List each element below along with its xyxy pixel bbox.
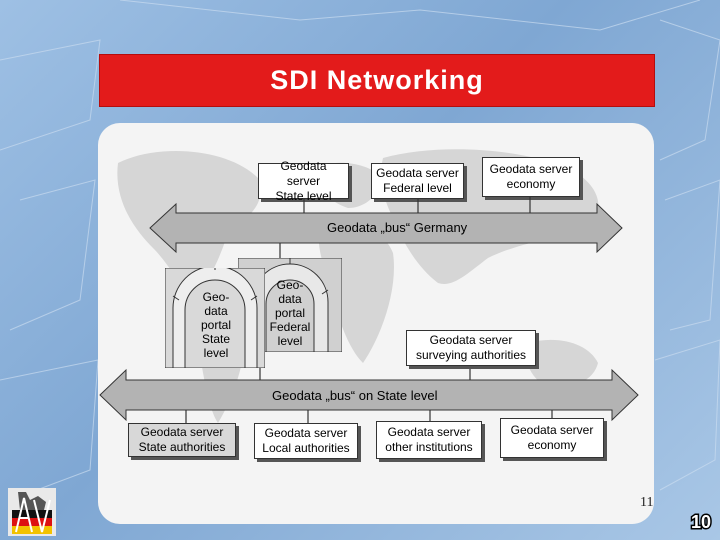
page-title: SDI Networking [270, 65, 484, 95]
server-economy-bottom: Geodata server economy [500, 418, 604, 458]
bus-state-label: Geodata „bus“ on State level [272, 388, 438, 403]
agiv-logo [8, 488, 56, 536]
server-other-institutions: Geodata server other institutions [376, 421, 482, 459]
bus-germany-label: Geodata „bus“ Germany [327, 220, 468, 235]
bus-germany-arrow [149, 202, 623, 254]
server-local-authorities: Geodata server Local authorities [254, 423, 358, 459]
portal-federal-label: Geo- data portal Federal level [269, 278, 311, 348]
page-badge-text: 10 [689, 510, 712, 533]
bus-state-arrow [99, 368, 639, 422]
title-bar: SDI Networking [99, 54, 655, 107]
arch-gateway-icon [165, 268, 265, 368]
server-federal-level: Geodata server Federal level [371, 163, 464, 199]
page-badge: 10 [686, 510, 716, 534]
slide-number: 11 [640, 495, 654, 510]
server-surveying-authorities: Geodata server surveying authorities [406, 330, 536, 366]
server-economy-top: Geodata server economy [482, 157, 580, 197]
portal-state-label: Geo- data portal State level [200, 290, 232, 360]
server-state-authorities: Geodata server State authorities [128, 423, 236, 457]
